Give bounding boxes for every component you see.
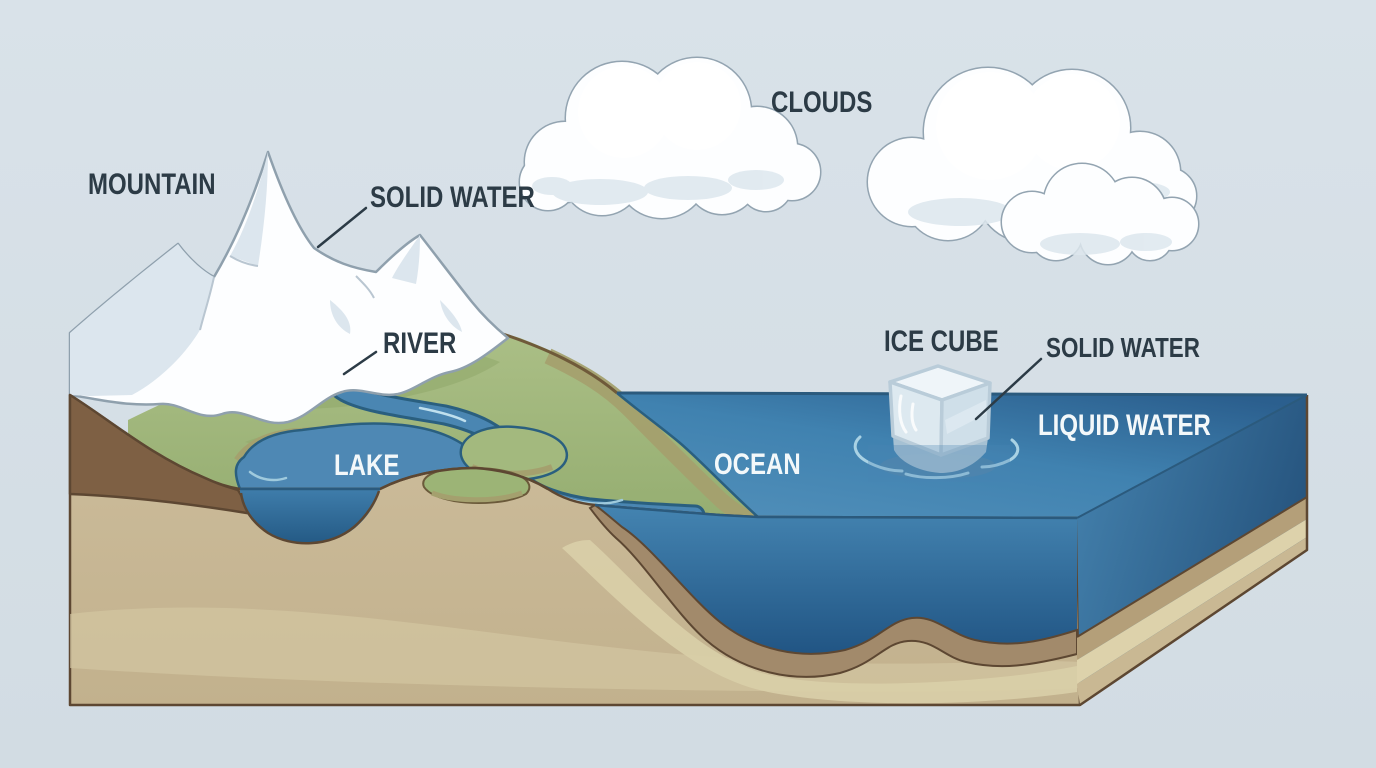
leader-line-river: [342, 350, 378, 376]
cross-section-right-face: [1076, 394, 1309, 707]
cloud-right-front-illustration: [1000, 162, 1200, 266]
mountain-illustration: [68, 150, 510, 425]
leader-line-solid-water-mountain: [316, 206, 368, 249]
leader-line-solid-water-ice: [974, 357, 1043, 421]
label-mountain: MOUNTAIN: [88, 168, 216, 201]
label-solid-water-ice: SOLID WATER: [1046, 332, 1200, 363]
label-lake: LAKE: [334, 449, 400, 482]
ice-cube-illustration: [853, 364, 1020, 482]
cross-section-front-face: [68, 393, 1082, 707]
label-clouds: CLOUDS: [771, 86, 873, 119]
label-ocean: OCEAN: [714, 448, 801, 481]
label-river: RIVER: [383, 327, 457, 360]
label-solid-water-mountain: SOLID WATER: [370, 181, 535, 214]
label-ice-cube: ICE CUBE: [884, 325, 999, 358]
cloud-left-illustration: [518, 56, 822, 220]
label-liquid-water: LIQUID WATER: [1038, 409, 1211, 442]
